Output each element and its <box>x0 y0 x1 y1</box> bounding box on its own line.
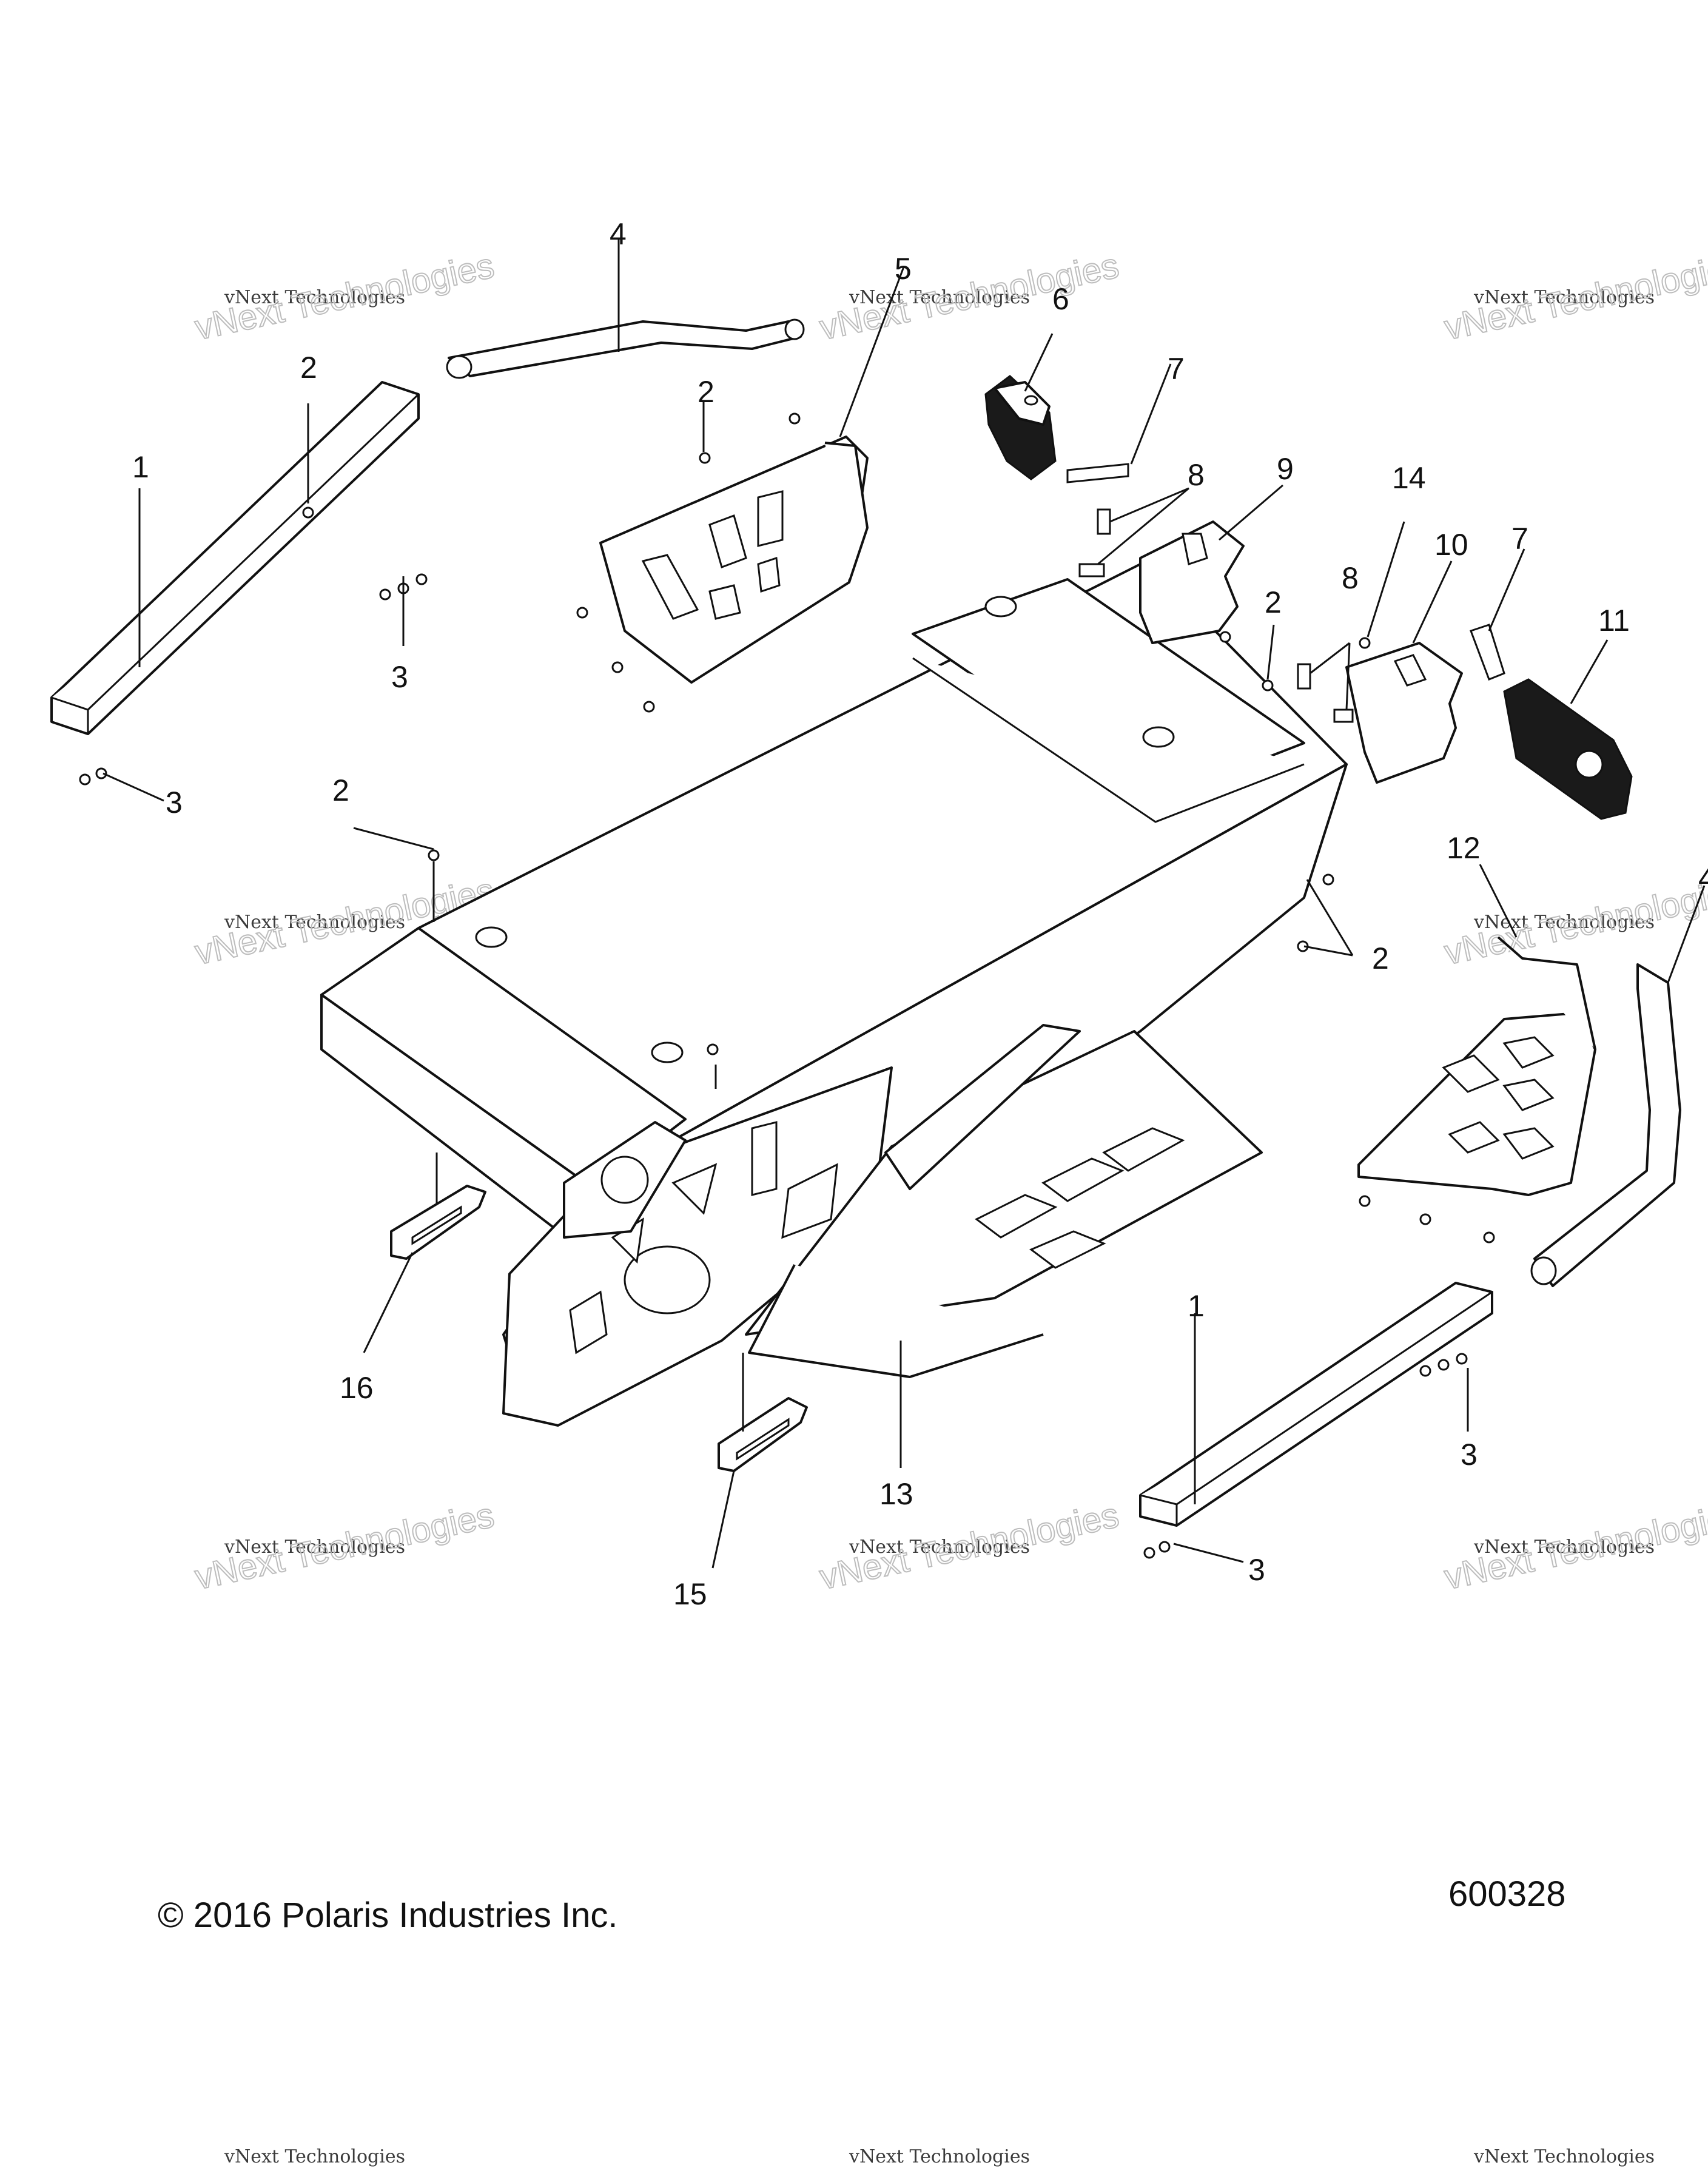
stud-icon <box>1097 508 1111 535</box>
stud-icon <box>1333 708 1354 723</box>
screw-icon <box>707 1043 719 1055</box>
screw-icon <box>379 588 391 601</box>
bracket-part-16 <box>390 1185 486 1260</box>
callout-2: 2 <box>332 773 349 807</box>
callout-2: 2 <box>1265 585 1282 619</box>
footrest-part-5 <box>599 436 869 684</box>
watermark: vNext Technologies <box>1473 2146 1655 2167</box>
screw-icon <box>1437 1359 1450 1371</box>
watermark: vNext Technologies vNext Technologies <box>1441 870 1708 973</box>
screw-icon <box>699 452 711 464</box>
bracket-part-10 <box>1345 642 1463 784</box>
watermark: vNext Technologies vNext Technologies <box>1441 1495 1708 1598</box>
callout-7: 7 <box>1168 352 1185 386</box>
screw-icon <box>302 506 314 519</box>
callout-4: 4 <box>1698 861 1708 895</box>
screw-icon <box>1262 679 1274 692</box>
bolt-icon <box>1066 463 1129 483</box>
screw-icon <box>1158 1541 1171 1553</box>
screw-icon <box>1456 1353 1468 1365</box>
stud-icon <box>1297 663 1311 690</box>
copyright-notice: © 2016 Polaris Industries Inc. <box>158 1896 617 1935</box>
watermark-text: vNext Technologies <box>224 2146 405 2167</box>
watermark: vNext Technologies vNext Technologies <box>191 245 498 348</box>
watermark: vNext Technologies vNext Technologies <box>1441 245 1708 348</box>
callout-10: 10 <box>1434 528 1468 562</box>
bracket-part-9 <box>1139 520 1245 644</box>
watermark-text: vNext Technologies <box>849 287 1030 308</box>
watermark-text: vNext Technologies <box>1473 2146 1655 2167</box>
callout-1: 1 <box>1188 1289 1205 1323</box>
callout-13: 13 <box>879 1477 913 1511</box>
callouts: 1 1 2 2 2 2 2 3 3 3 3 4 4 5 6 7 7 8 8 9 … <box>132 217 1708 1611</box>
watermark-text: vNext Technologies <box>849 1536 1030 1558</box>
screw-icon <box>643 701 655 713</box>
stud-icon <box>1078 563 1105 577</box>
screw-icon <box>576 607 588 619</box>
callout-4: 4 <box>610 217 627 251</box>
watermark-text: vNext Technologies <box>1473 287 1655 308</box>
callout-3: 3 <box>391 660 408 694</box>
screw-icon <box>1322 873 1334 886</box>
chassis-tunnel-part-13 <box>320 560 1348 1427</box>
watermark-text: vNext Technologies <box>224 287 405 308</box>
mount-part-6 <box>984 375 1057 480</box>
watermark-text: vNext Technologies <box>224 912 405 933</box>
callout-12: 12 <box>1447 831 1481 865</box>
watermark: vNext Technologies <box>849 2146 1030 2167</box>
screw-icon <box>1359 1195 1371 1207</box>
watermark-text: vNext Technologies <box>849 2146 1030 2167</box>
screw-icon <box>611 661 624 673</box>
callout-3: 3 <box>166 786 183 819</box>
screw-icon <box>1419 1213 1431 1225</box>
screw-icon <box>1359 637 1371 649</box>
callout-5: 5 <box>895 252 912 286</box>
bracket-part-15 <box>718 1397 808 1472</box>
callout-2: 2 <box>1372 941 1389 975</box>
callout-9: 9 <box>1277 452 1294 486</box>
screw-icon <box>428 849 440 861</box>
watermark-text: vNext Technologies <box>1473 912 1655 933</box>
screw-icon <box>788 412 801 425</box>
screw-icon <box>1219 631 1231 643</box>
callout-6: 6 <box>1052 282 1069 316</box>
callout-16: 16 <box>340 1371 374 1405</box>
watermark-text: vNext Technologies <box>224 1536 405 1558</box>
callout-3: 3 <box>1248 1553 1265 1587</box>
callout-3: 3 <box>1461 1438 1478 1472</box>
rail-part-1-upper <box>50 381 420 735</box>
screw-icon <box>415 573 428 585</box>
watermark: vNext Technologies vNext Technologies <box>816 1495 1123 1598</box>
rail-part-1-lower <box>1139 1282 1493 1527</box>
callout-1: 1 <box>132 450 149 484</box>
callout-2: 2 <box>698 375 714 409</box>
screw-icon <box>1483 1231 1495 1243</box>
callout-14: 14 <box>1392 461 1426 495</box>
bolt-icon <box>1470 624 1505 681</box>
footrest-part-12 <box>1357 936 1596 1196</box>
fasteners <box>79 412 1505 1559</box>
footer: © 2016 Polaris Industries Inc. 600328 <box>158 1874 1566 1935</box>
callout-8: 8 <box>1188 458 1205 492</box>
screw-icon <box>1143 1547 1155 1559</box>
callout-15: 15 <box>673 1577 707 1611</box>
watermark: vNext Technologies vNext Technologies <box>816 245 1123 348</box>
figure-number: 600328 <box>1448 1874 1566 1914</box>
screw-icon <box>79 773 91 786</box>
screw-icon <box>95 767 107 779</box>
tube-part-4-right <box>1530 963 1681 1287</box>
mount-part-11 <box>1503 678 1633 820</box>
callout-2: 2 <box>300 351 317 385</box>
callout-11: 11 <box>1598 604 1630 638</box>
leader-lines <box>103 240 1706 1569</box>
callout-7: 7 <box>1511 522 1528 556</box>
tube-part-4-upper <box>446 318 805 379</box>
watermark: vNext Technologies <box>224 2146 405 2167</box>
screw-icon <box>1419 1365 1431 1377</box>
callout-8: 8 <box>1342 561 1359 595</box>
watermark-text: vNext Technologies <box>1473 1536 1655 1558</box>
watermark: vNext Technologies vNext Technologies <box>191 1495 498 1598</box>
